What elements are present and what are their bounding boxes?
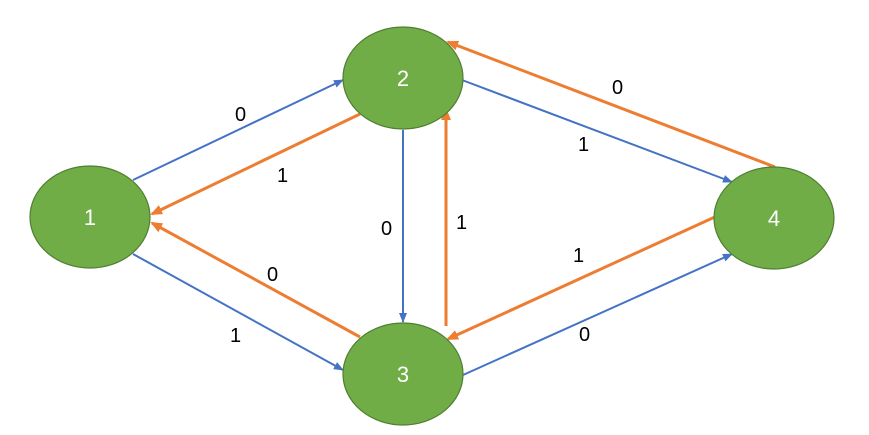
edge-2-to-1: [150, 112, 361, 216]
edge-label-2-to-4: 1: [578, 134, 589, 156]
edge-label-1-to-2: 0: [235, 104, 246, 126]
node-4[interactable]: 4: [713, 166, 835, 270]
node-label: 3: [397, 362, 409, 387]
node-label: 1: [84, 205, 96, 230]
node-label: 2: [397, 66, 409, 91]
edge-label-3-to-4: 0: [579, 324, 590, 346]
node-3[interactable]: 3: [342, 322, 464, 426]
edge-3-to-1: [150, 221, 361, 339]
edge-3-to-4: [462, 253, 733, 376]
edge-2-to-4: [461, 79, 733, 183]
node-2[interactable]: 2: [342, 26, 464, 130]
node-label: 4: [768, 206, 780, 231]
edge-label-4-to-3: 1: [573, 245, 584, 267]
node-1[interactable]: 1: [29, 165, 151, 269]
edge-label-1-to-3: 1: [230, 325, 241, 347]
edge-label-2-to-1: 1: [277, 165, 288, 187]
edge-1-to-2: [132, 79, 344, 181]
edge-4-to-3: [446, 214, 718, 341]
edge-label-4-to-2: 0: [612, 77, 623, 99]
edge-1-to-3: [132, 253, 344, 371]
edge-label-3-to-1: 0: [267, 264, 278, 286]
edge-4-to-2: [446, 40, 776, 169]
edge-label-2-to-3: 0: [381, 218, 392, 240]
edge-label-3-to-2: 1: [456, 212, 467, 234]
